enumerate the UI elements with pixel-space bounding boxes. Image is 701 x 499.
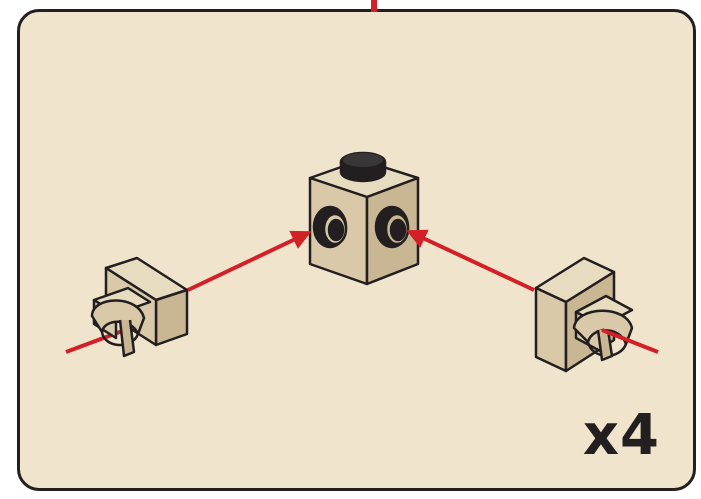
right-attach-arrow: [406, 229, 535, 292]
quantity-label: x4: [582, 403, 660, 468]
top-assembly-line: [371, 0, 377, 12]
right-insert-line: [601, 328, 659, 354]
left-clip-plate: [65, 256, 189, 358]
center-brick: [308, 151, 420, 286]
left-attach-arrow: [187, 230, 312, 292]
right-clip-plate: [534, 256, 659, 373]
